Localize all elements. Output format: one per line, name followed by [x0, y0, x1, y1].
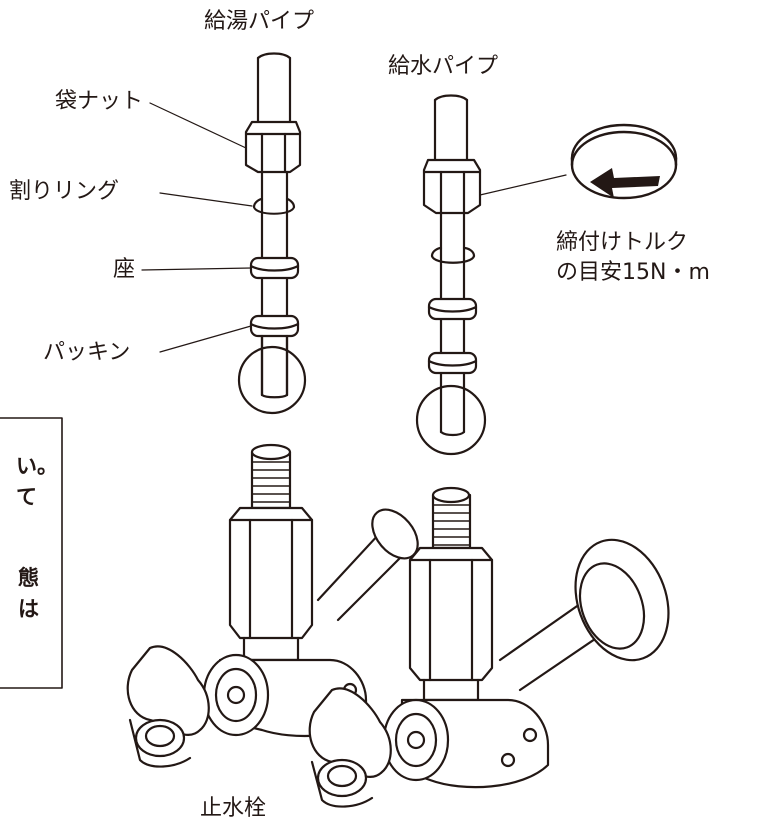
cap-nut-label: 袋ナット [55, 89, 144, 114]
note-line-1: い。 [16, 454, 58, 478]
seat-label: 座 [113, 257, 136, 282]
split-ring-label: 割りリング [9, 179, 120, 204]
right-stop-valve [308, 486, 670, 808]
torque-label-line1: 締付けトルク [556, 230, 689, 255]
note-line-3: 態 [18, 566, 39, 590]
note-box [0, 417, 63, 689]
torque-label-line2: の目安15N・m [556, 260, 710, 285]
rotation-arrow [570, 123, 678, 200]
note-line-4: は [18, 597, 39, 621]
leader-lines [141, 102, 567, 353]
packing-label: パッキン [43, 340, 131, 365]
hot-pipe-label: 給湯パイプ [204, 9, 315, 34]
hot-pipe-assembly [237, 52, 307, 415]
left-stop-valve [126, 443, 419, 768]
stop-valve-label: 止水栓 [200, 796, 267, 821]
note-line-2: て [16, 485, 37, 509]
cold-pipe-assembly [415, 94, 487, 456]
cold-pipe-label: 給水パイプ [388, 54, 499, 79]
